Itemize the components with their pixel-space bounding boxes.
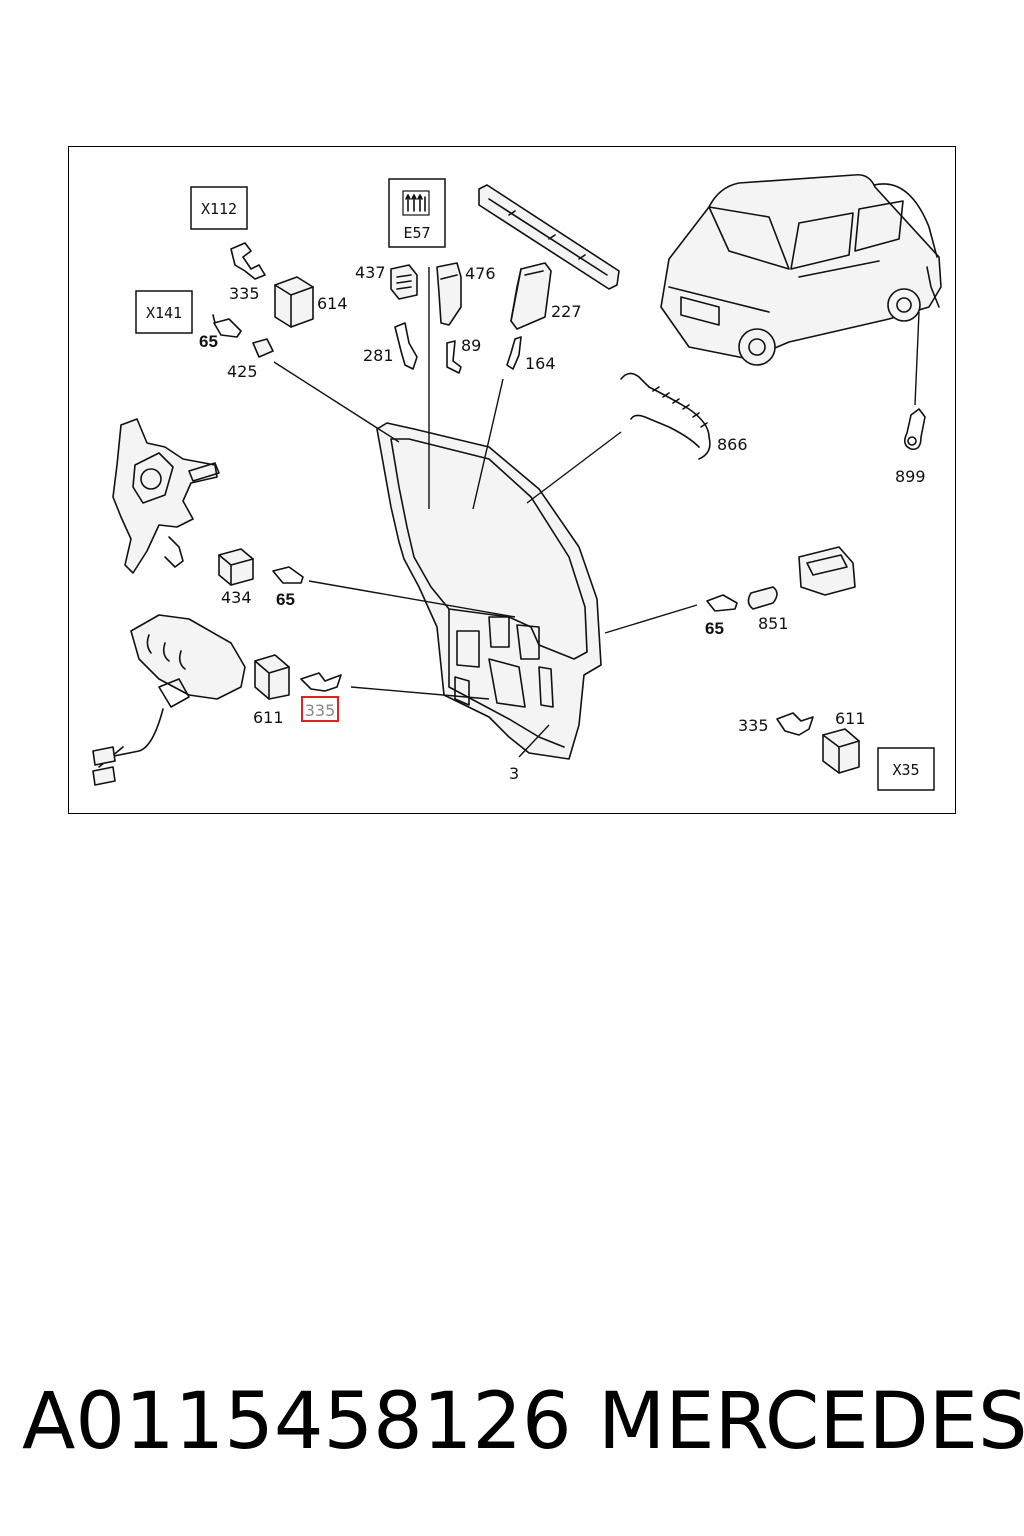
part-335-top[interactable]: [230, 242, 266, 280]
connector-box-x141[interactable]: X141: [135, 290, 193, 334]
brake-light-strip[interactable]: [478, 184, 620, 290]
connector-code-x35: X35: [892, 761, 919, 779]
leader-lines: [273, 267, 920, 758]
connector-code-x112: X112: [201, 200, 237, 218]
diagram-frame: X112 X141 E57 X35: [68, 146, 956, 814]
highlight-box: [301, 696, 339, 722]
wiper-motor-assembly[interactable]: [112, 418, 220, 574]
rear-wiper-motor[interactable]: [92, 614, 246, 786]
part-65-top[interactable]: [212, 314, 242, 338]
connector-code-x141: X141: [146, 304, 182, 322]
tailgate-panel[interactable]: [376, 422, 602, 760]
part-866-coiled-cable[interactable]: [620, 372, 711, 460]
callout-437: 437: [355, 263, 386, 282]
part-89[interactable]: [446, 340, 462, 374]
callout-164: 164: [525, 354, 556, 373]
connector-box-x35[interactable]: X35: [877, 747, 935, 791]
callout-65-right: 65: [705, 619, 724, 638]
part-65-mid[interactable]: [272, 566, 304, 584]
callout-476: 476: [465, 264, 496, 283]
callout-611-left: 611: [253, 708, 284, 727]
connector-box-e57[interactable]: E57: [388, 178, 446, 248]
callout-65-top: 65: [199, 332, 218, 351]
callout-335-top: 335: [229, 284, 260, 303]
brand-name: MERCEDES: [598, 1377, 1024, 1467]
callout-899: 899: [895, 467, 926, 486]
part-476[interactable]: [436, 262, 462, 326]
part-614[interactable]: [274, 276, 314, 328]
callout-851: 851: [758, 614, 789, 633]
callout-227: 227: [551, 302, 582, 321]
callout-434: 434: [221, 588, 252, 607]
part-227[interactable]: [510, 262, 552, 330]
caption: A0115458126 MERCEDES: [0, 1372, 1024, 1472]
part-335-highlight[interactable]: [300, 672, 342, 692]
part-281[interactable]: [394, 322, 418, 370]
part-851[interactable]: [747, 586, 778, 610]
part-899[interactable]: [903, 408, 926, 451]
part-lamp-housing[interactable]: [798, 546, 856, 596]
callout-89: 89: [461, 336, 481, 355]
callout-281: 281: [363, 346, 394, 365]
part-number: A0115458126: [22, 1377, 572, 1467]
connector-code-e57: E57: [403, 224, 430, 242]
part-65-right[interactable]: [706, 594, 738, 612]
connector-box-x112[interactable]: X112: [190, 186, 248, 230]
part-425[interactable]: [252, 338, 274, 358]
part-164[interactable]: [506, 336, 522, 370]
part-611-right[interactable]: [822, 728, 860, 774]
van-illustration: [660, 173, 942, 366]
part-434[interactable]: [218, 548, 254, 586]
part-335-right[interactable]: [776, 712, 814, 736]
callout-611-right: 611: [835, 709, 866, 728]
parts-diagram: X112 X141 E57 X35: [92, 173, 942, 791]
callout-614: 614: [317, 294, 348, 313]
callout-3: 3: [509, 764, 519, 783]
callout-335-right: 335: [738, 716, 769, 735]
callout-425: 425: [227, 362, 258, 381]
part-611-left[interactable]: [254, 654, 290, 700]
callout-65-mid: 65: [276, 590, 295, 609]
callout-866: 866: [717, 435, 748, 454]
part-437[interactable]: [390, 264, 418, 300]
callout-335-highlight: 335: [305, 701, 336, 720]
